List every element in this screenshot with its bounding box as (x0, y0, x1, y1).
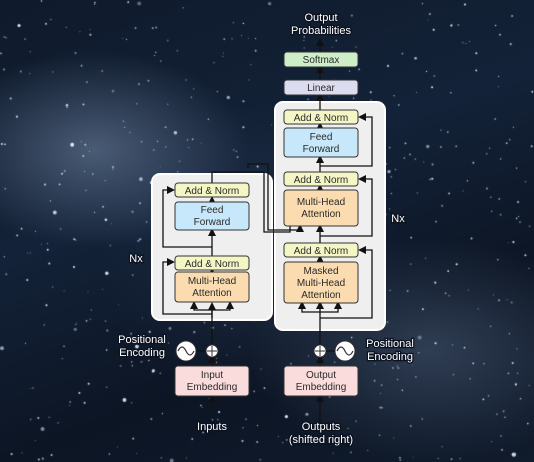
encoder-add-norm-bottom: Add & Norm (174, 255, 250, 271)
masked-label-1: Masked (303, 266, 338, 277)
decoder-nx-label: Nx (391, 213, 405, 225)
encoder-to-decoder-arrow (247, 163, 304, 232)
masked-label-2: Multi-Head (297, 278, 345, 289)
encoder-ff-label-1: Feed (201, 205, 224, 216)
decoder-add-norm-top: Add & Norm (283, 109, 359, 125)
input-embedding-label-1: Input (201, 370, 223, 381)
output-probabilities-label-2: Probabilities (291, 25, 351, 37)
inputs-label: Inputs (197, 421, 227, 433)
encoder-add-norm-top: Add & Norm (174, 182, 250, 198)
decoder-add-norm-bottom-label: Add & Norm (294, 246, 348, 257)
decoder-masked-attention: Masked Multi-Head Attention (283, 261, 359, 304)
decoder-residual-3 (320, 113, 373, 167)
encoder-output-line (211, 171, 291, 233)
encoder-attn-v-arrow (212, 301, 234, 311)
decoder-residual-2 (320, 175, 373, 237)
decoder-feed-forward: Feed Forward (283, 127, 359, 158)
encoder-add-norm-bottom-label: Add & Norm (185, 259, 239, 270)
output-probabilities-label-1: Output (304, 12, 337, 24)
linear-label: Linear (307, 83, 335, 94)
softmax-box: Softmax (283, 51, 359, 68)
outputs-label-1: Outputs (302, 421, 341, 433)
decoder-mha-label-2: Attention (301, 209, 340, 220)
encoder-nx-label: Nx (129, 253, 143, 265)
softmax-label: Softmax (303, 55, 340, 66)
output-embedding-label-1: Output (306, 370, 336, 381)
decoder-positional-encoding-icon (334, 340, 356, 362)
masked-label-3: Attention (301, 290, 340, 301)
decoder-positional-label-2: Encoding (367, 351, 413, 363)
decoder-add-norm-middle: Add & Norm (283, 171, 359, 187)
decoder-residual-1 (320, 246, 373, 319)
linear-box: Linear (283, 79, 359, 96)
encoder-add-circle-icon (205, 344, 219, 358)
decoder-add-norm-top-label: Add & Norm (294, 113, 348, 124)
decoder-positional-label-1: Positional (366, 338, 414, 350)
encoder-mha-label-1: Multi-Head (188, 276, 236, 287)
decoder-add-norm-middle-label: Add & Norm (294, 175, 348, 186)
encoder-positional-label-2: Encoding (119, 347, 165, 359)
encoder-multi-head-attention: Multi-Head Attention (174, 271, 250, 303)
output-embedding-label-2: Embedding (296, 382, 347, 393)
encoder-residual-1 (162, 258, 212, 315)
encoder-mha-label-2: Attention (192, 288, 231, 299)
encoder-residual-2 (162, 186, 212, 248)
decoder-add-circle-icon (313, 344, 327, 358)
decoder-masked-v-arrow (320, 301, 342, 313)
input-embedding-label-2: Embedding (187, 382, 238, 393)
outputs-label-2: (shifted right) (289, 434, 353, 446)
encoder-positional-label-1: Positional (118, 334, 166, 346)
decoder-ff-label-2: Forward (303, 144, 340, 155)
decoder-add-norm-bottom: Add & Norm (283, 242, 359, 258)
decoder-multi-head-attention: Multi-Head Attention (283, 189, 359, 227)
encoder-feed-forward: Feed Forward (174, 201, 250, 231)
input-embedding: Input Embedding (174, 365, 250, 397)
decoder-mha-label-1: Multi-Head (297, 197, 345, 208)
decoder-masked-q-arrow (298, 301, 320, 313)
encoder-positional-encoding-icon (175, 340, 197, 362)
encoder-ff-label-2: Forward (194, 217, 231, 228)
decoder-ff-label-1: Feed (310, 132, 333, 143)
encoder-add-norm-top-label: Add & Norm (185, 186, 239, 197)
output-embedding: Output Embedding (283, 365, 359, 397)
